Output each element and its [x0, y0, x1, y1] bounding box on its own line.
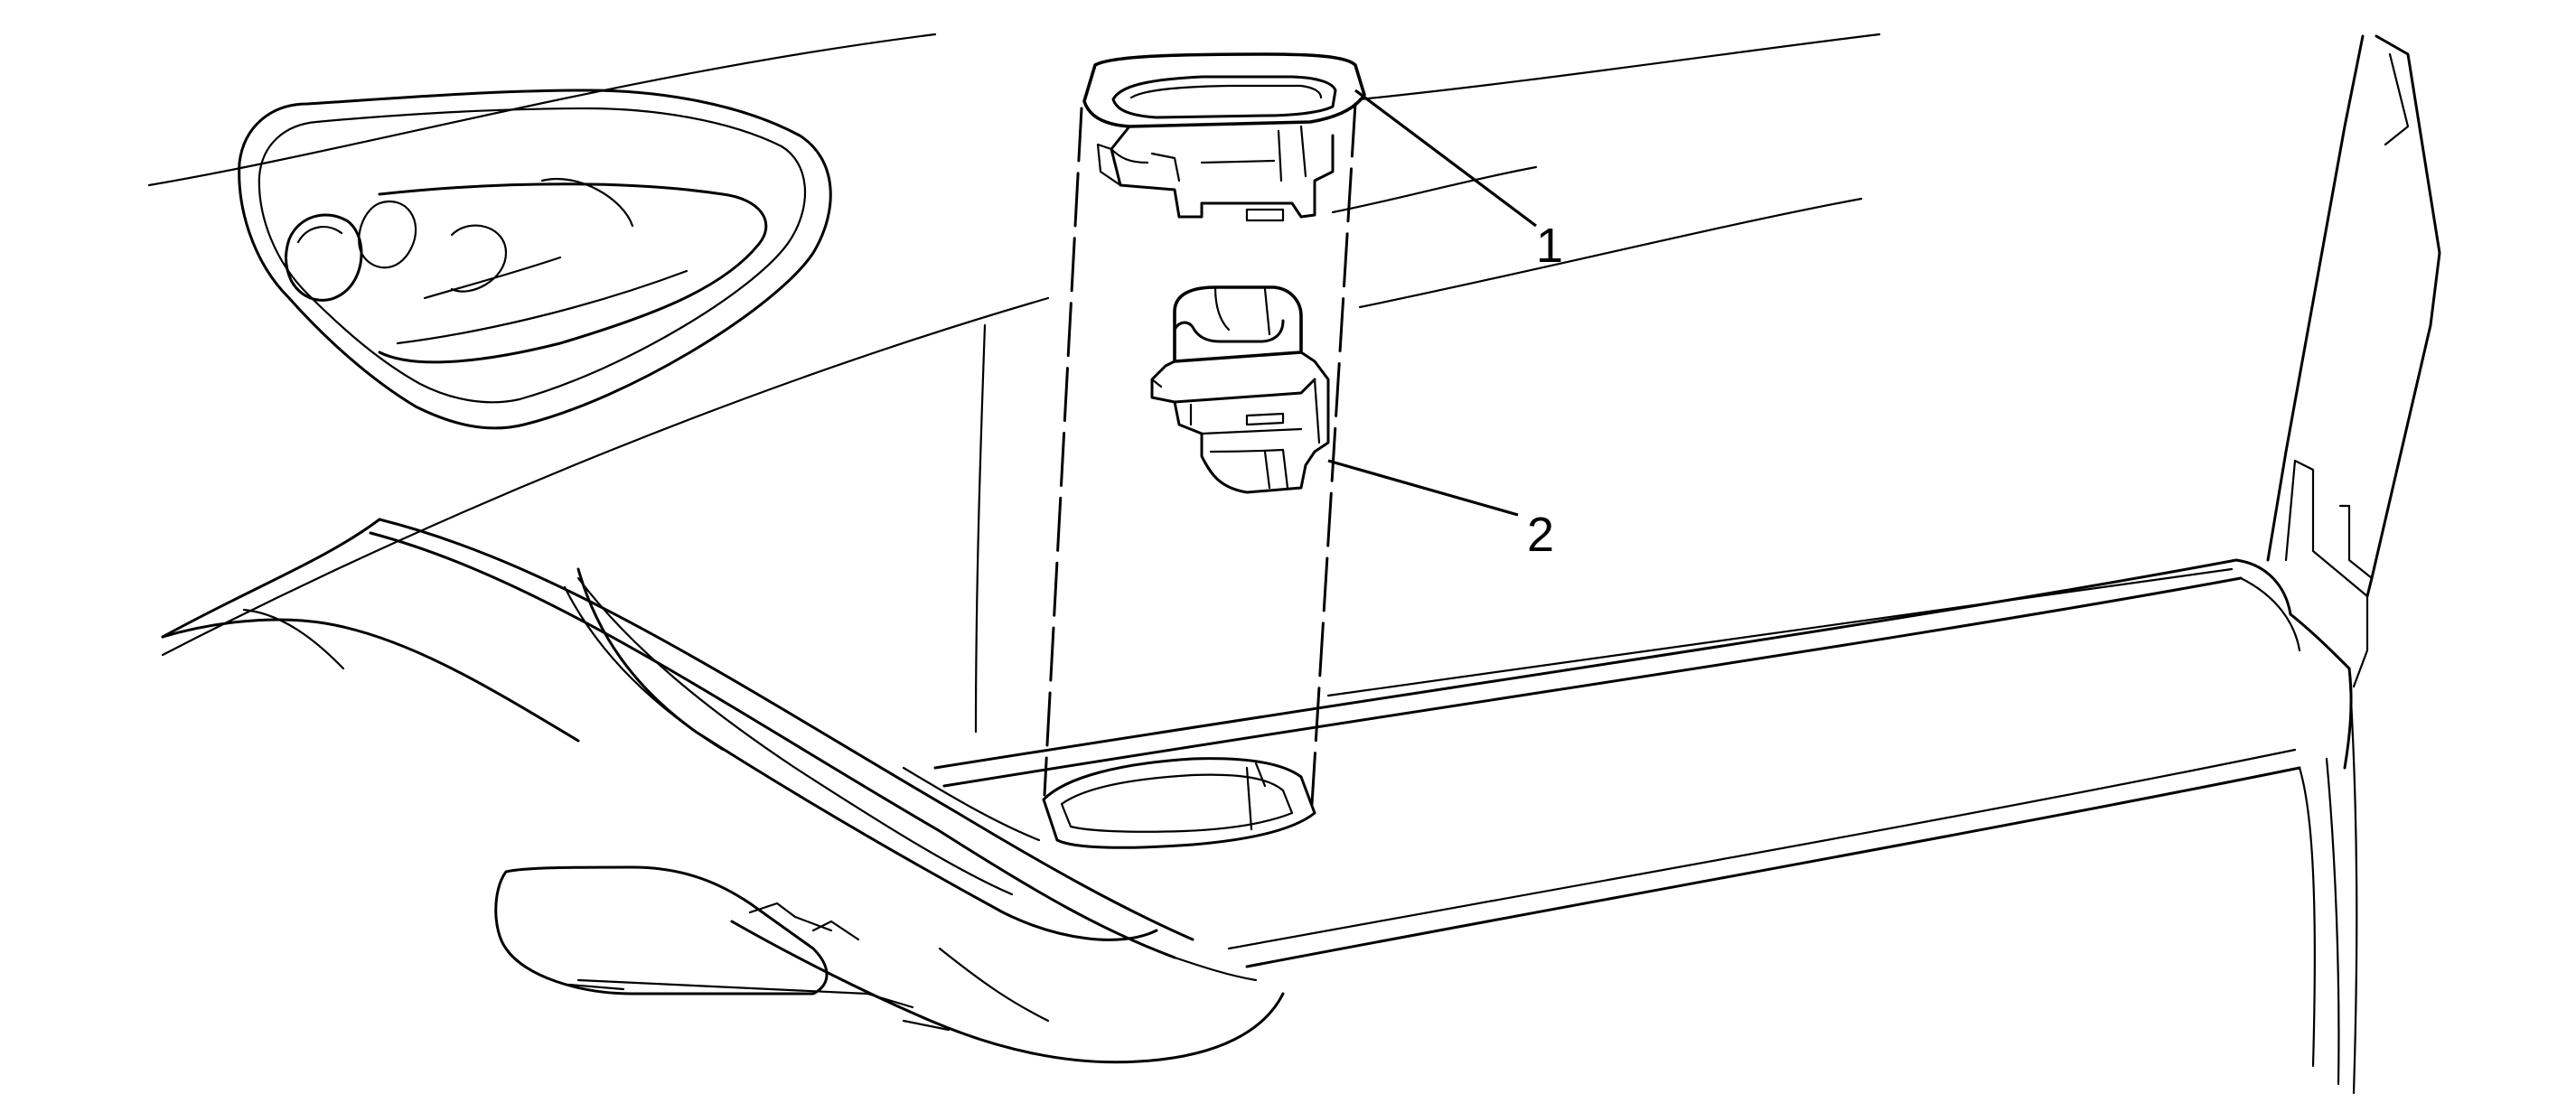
inside-door-handle-bezel	[238, 89, 832, 430]
lower-door-panel	[161, 518, 1285, 1064]
door-trim-panel	[147, 33, 2358, 1095]
window-switch	[1150, 285, 1330, 494]
window-switch-bezel	[1082, 52, 1366, 222]
callout-1: 1	[1354, 89, 1563, 273]
door-edge-trim	[2266, 34, 2441, 688]
switch-mounting-opening	[1042, 757, 1316, 849]
explode-alignment-lines	[1043, 102, 1357, 806]
callout-1-leader	[1354, 89, 1537, 228]
callout-2: 2	[1327, 459, 1554, 562]
callout-2-leader	[1327, 459, 1519, 517]
callout-2-label: 2	[1527, 508, 1554, 562]
callout-1-label: 1	[1536, 219, 1563, 273]
